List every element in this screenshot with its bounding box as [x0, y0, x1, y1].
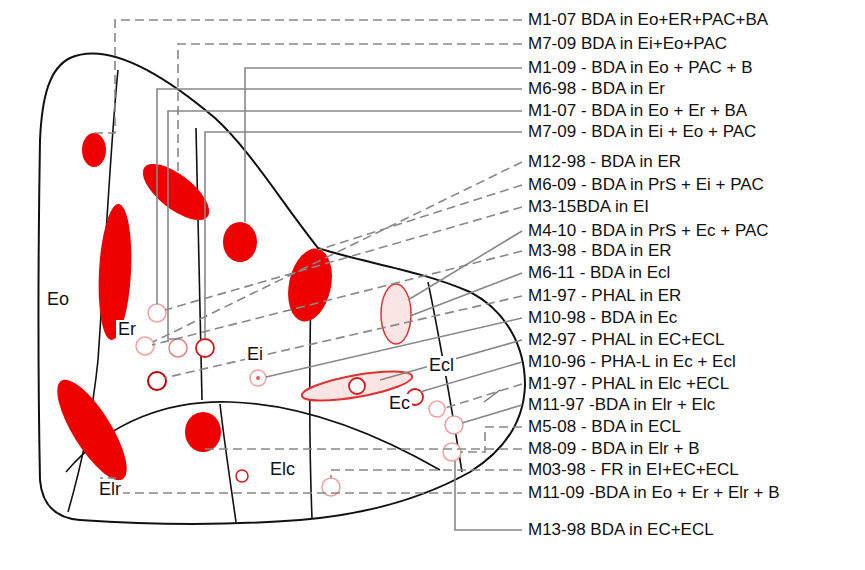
injection-site — [256, 376, 260, 380]
injection-label: M3-98 - BDA in ER — [527, 242, 673, 261]
region-name: Ecl — [427, 356, 456, 376]
injection-label: M03-98 - FR in EI+EC+ECL — [527, 461, 740, 480]
injection-label: M2-97 - PHAL in EC+ECL — [527, 331, 725, 350]
injection-site — [236, 470, 248, 482]
leader-line — [165, 207, 522, 310]
leader-line — [462, 405, 522, 423]
cortex-outline — [39, 54, 526, 524]
leader-line — [168, 111, 522, 339]
injection-label: M1-07 - BDA in Eo + Er + BA — [527, 102, 748, 121]
injection-label: M10-98 - BDA in Ec — [527, 309, 678, 328]
region-name: Elc — [268, 460, 297, 480]
leader-line — [100, 478, 522, 493]
region-name: Ec — [387, 394, 412, 414]
injection-label: M7-09 - BDA in Ei + Eo + PAC — [527, 123, 757, 142]
injection-site — [349, 378, 365, 394]
region-name: Er — [116, 320, 138, 340]
injection-label: M13-98 BDA in EC+ECL — [527, 521, 715, 540]
leader-line — [203, 449, 522, 452]
injection-label: M3-15BDA in EI — [527, 198, 650, 217]
region-border — [196, 128, 202, 400]
injection-label: M11-97 -BDA in Elr + Elc — [527, 396, 716, 415]
leader-line — [331, 470, 522, 478]
injection-site — [169, 339, 187, 357]
leader-line — [455, 461, 522, 530]
leader-line — [445, 384, 522, 408]
injection-site — [250, 370, 266, 386]
injection-site — [223, 222, 257, 262]
injection-site — [45, 371, 139, 490]
injection-label: M12-98 - BDA in ER — [527, 153, 682, 172]
injection-site — [148, 304, 166, 322]
region-border — [220, 404, 236, 522]
injection-site — [429, 401, 445, 417]
injection-label: M5-08 - BDA in ECL — [527, 418, 682, 437]
leader-line — [153, 162, 522, 342]
leader-line — [157, 89, 522, 304]
injection-site — [148, 372, 166, 390]
injection-label: M1-07 BDA in Eo+ER+PAC+BA — [527, 11, 769, 30]
injection-label: M6-09 - BDA in PrS + Ei + PAC — [527, 176, 765, 195]
leader-line — [94, 20, 522, 133]
leader-line — [164, 296, 522, 378]
leader-line — [178, 44, 522, 172]
injection-label: M1-09 - BDA in Eo + PAC + B — [527, 59, 754, 78]
leader-line — [266, 318, 522, 377]
tick-mark — [484, 390, 500, 402]
injection-label: M4-10 - BDA in PrS + Ec + PAC — [527, 222, 770, 241]
injection-label: M6-11 - BDA in Ecl — [527, 264, 671, 283]
injection-label: M11-09 -BDA in Eo + Er + Elr + B — [527, 484, 781, 503]
region-name: Elr — [97, 480, 123, 500]
injection-site — [381, 284, 411, 344]
injection-site — [445, 416, 463, 434]
injection-label: M8-09 - BDA in Elr + B — [527, 440, 700, 459]
leader-line — [318, 185, 522, 250]
region-name: Eo — [45, 290, 71, 310]
injection-label: M1-97 - PHAL in ER — [527, 287, 682, 306]
injection-site — [443, 443, 461, 461]
region-name: Ei — [245, 345, 265, 365]
injection-label: M6-98 - BDA in Er — [527, 80, 666, 99]
injection-label: M1-97 - PHAL in Elc +ECL — [527, 375, 730, 394]
injection-site — [82, 133, 106, 167]
injection-label: M10-96 - PHA-L in Ec + Ecl — [527, 353, 737, 372]
injection-site — [136, 337, 154, 355]
leader-line — [380, 340, 522, 380]
region-border — [428, 282, 462, 472]
injection-site — [185, 412, 221, 452]
injection-label: M7-09 BDA in Ei+Eo+PAC — [527, 35, 728, 54]
injection-site — [196, 339, 214, 357]
leader-line — [205, 132, 522, 339]
